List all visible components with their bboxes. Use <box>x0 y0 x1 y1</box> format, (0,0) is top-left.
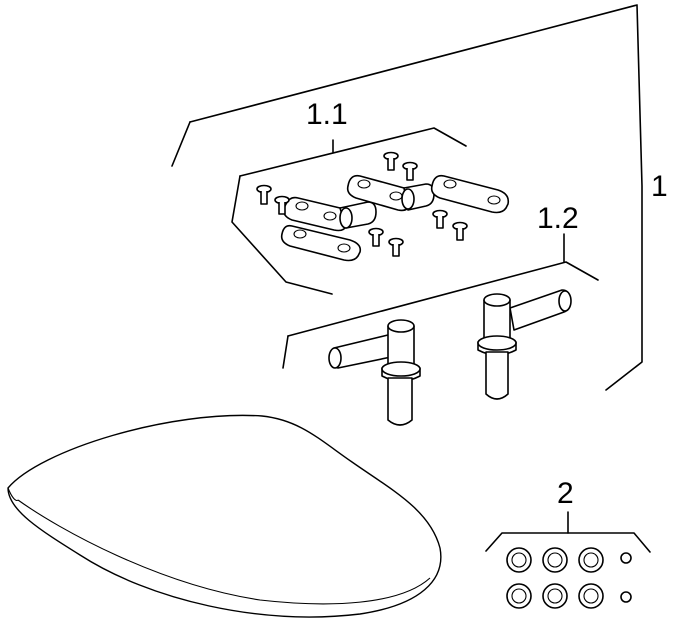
buffers-bracket <box>485 511 651 553</box>
hinge-pins-bracket <box>282 233 599 369</box>
screw <box>368 227 384 247</box>
hinge-pin-right <box>477 289 572 400</box>
screw <box>274 195 290 215</box>
buffer <box>506 547 532 573</box>
label-2: 2 <box>557 477 574 510</box>
screw <box>383 151 399 171</box>
buffer <box>506 583 532 609</box>
label-1-1: 1.1 <box>306 98 348 131</box>
buffer-set <box>506 547 632 609</box>
buffer <box>542 583 568 609</box>
washer <box>620 591 632 603</box>
label-1: 1 <box>651 170 668 203</box>
screw <box>402 161 418 181</box>
assembly-group-bracket <box>171 4 643 391</box>
hinge-pin-left <box>328 319 421 426</box>
toilet-seat-lid <box>7 414 442 618</box>
hinge-plate-left-lower <box>280 224 362 262</box>
screw <box>452 221 468 241</box>
label-1-2: 1.2 <box>537 202 579 235</box>
hinge-plate-right <box>430 174 510 214</box>
screw <box>432 209 448 229</box>
screw <box>388 237 404 257</box>
screw-set <box>256 151 468 257</box>
buffer <box>578 583 604 609</box>
buffer <box>578 547 604 573</box>
washer <box>620 552 632 564</box>
hinge-plate-center <box>346 174 435 212</box>
hinge-plates-bracket <box>231 127 467 295</box>
screw <box>256 184 272 205</box>
hinge-plate-left <box>282 196 377 232</box>
buffer <box>542 547 568 573</box>
